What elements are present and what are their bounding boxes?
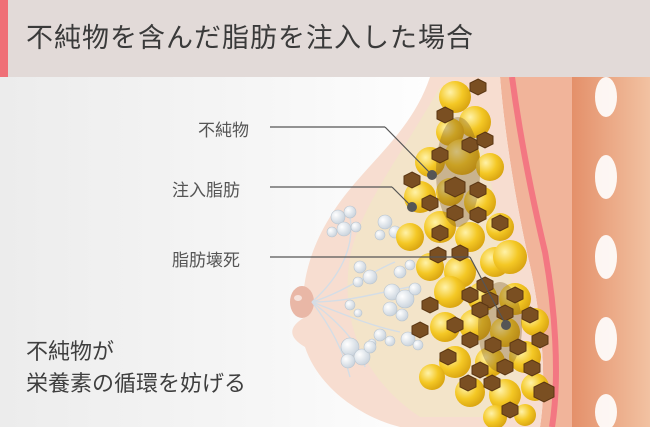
breast-cross-section-illustration [270, 77, 650, 427]
nipple [290, 286, 314, 318]
necrosis-pointer-dot [501, 320, 511, 330]
gland-clusters [326, 205, 424, 369]
label-injected-fat: 注入脂肪 [172, 181, 240, 201]
injected-fat-pointer-dot [407, 202, 417, 212]
leader-dots [407, 170, 511, 330]
caption-line-2: 栄養素の循環を妨げる [26, 372, 247, 397]
label-impurity: 不純物 [198, 121, 249, 141]
caption: 不純物が 栄養素の循環を妨げる [26, 337, 246, 401]
impurity-pointer-dot [427, 170, 437, 180]
label-fat-necrosis: 脂肪壊死 [172, 251, 240, 271]
header-bar: 不純物を含んだ脂肪を注入した場合 [0, 0, 650, 77]
chest-wall [572, 77, 650, 427]
page-title: 不純物を含んだ脂肪を注入した場合 [26, 23, 474, 54]
header-accent-stripe [0, 0, 8, 77]
caption-line-1: 不純物が [26, 340, 115, 365]
